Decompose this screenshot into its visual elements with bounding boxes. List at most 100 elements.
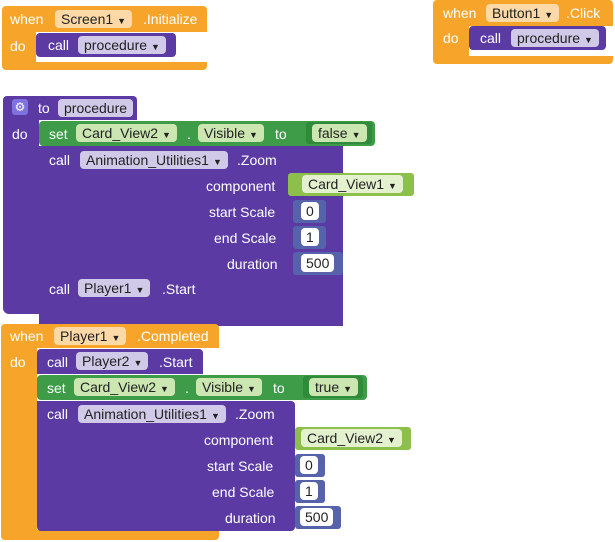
call-label: call: [480, 30, 502, 46]
start-scale-value[interactable]: 0: [301, 202, 319, 220]
set-label: set: [49, 126, 68, 142]
chevron-down-icon: ▼: [387, 435, 396, 445]
component-value: Card_View2: [307, 430, 384, 446]
component-dropdown[interactable]: Animation_Utilities1▼: [78, 405, 226, 423]
event-name: .Initialize: [143, 11, 198, 27]
chevron-down-icon: ▼: [249, 130, 258, 140]
procedure-definition-block[interactable]: ⚙ to procedure do set Card_View2▼ . Visi…: [3, 96, 414, 326]
component-value: Card_View1: [308, 176, 385, 192]
component-name: Animation_Utilities1: [86, 152, 209, 168]
start-scale-label: start Scale: [209, 204, 276, 220]
start-scale-number-block[interactable]: 0: [295, 454, 325, 477]
component-dropdown[interactable]: Button1▼: [486, 4, 560, 22]
chevron-down-icon: ▼: [151, 42, 160, 52]
set-visible-block[interactable]: set Card_View2▼ . Visible▼ to true▼: [37, 375, 367, 400]
duration-number-block[interactable]: 500: [293, 252, 343, 275]
boolean-value: false: [318, 125, 348, 141]
procedure-left-rail: [3, 120, 39, 304]
component-name: Screen1: [61, 11, 114, 27]
boolean-value: true: [315, 379, 340, 395]
method-name: .Zoom: [235, 406, 275, 422]
call-procedure-block[interactable]: call procedure▼: [36, 33, 176, 57]
duration-number-block[interactable]: 500: [295, 506, 341, 529]
component-dropdown[interactable]: Screen1▼: [55, 10, 133, 28]
duration-value[interactable]: 500: [301, 254, 335, 272]
event-footer: [2, 62, 207, 70]
component-dropdown[interactable]: Card_View2▼: [74, 378, 175, 396]
call-label: call: [47, 406, 69, 422]
component-dropdown[interactable]: Player1▼: [78, 279, 151, 297]
dot-label: .: [187, 126, 191, 142]
event-left-rail: [433, 26, 469, 56]
component-name: Card_View2: [82, 125, 159, 141]
chevron-down-icon: ▼: [210, 411, 220, 421]
component-dropdown[interactable]: Player1▼: [54, 327, 127, 345]
dot-label: .: [185, 380, 189, 396]
component-value-block[interactable]: Card_View1▼: [288, 173, 414, 196]
procedure-name: procedure: [84, 37, 148, 53]
call-procedure-block[interactable]: call procedure▼: [469, 26, 606, 50]
chevron-down-icon: ▼: [133, 358, 143, 368]
component-name: Player2: [82, 353, 130, 369]
button1-click-block[interactable]: when Button1▼ .Click do call procedure▼: [433, 0, 613, 64]
duration-label: duration: [225, 510, 276, 526]
chevron-down-icon: ▼: [343, 384, 353, 394]
property-name: Visible: [202, 379, 243, 395]
boolean-dropdown[interactable]: false▼: [312, 124, 367, 142]
call-label: call: [47, 354, 69, 370]
component-dropdown[interactable]: Card_View2▼: [76, 124, 177, 142]
end-scale-number-block[interactable]: 1: [295, 480, 325, 503]
chevron-down-icon: ▼: [117, 16, 127, 26]
boolean-dropdown[interactable]: true▼: [309, 378, 359, 396]
component-value-dropdown[interactable]: Card_View1▼: [302, 175, 403, 193]
component-name: Player1: [60, 328, 108, 344]
screen1-initialize-block[interactable]: when Screen1▼ .Initialize do call proced…: [2, 6, 207, 70]
chevron-down-icon: ▼: [351, 130, 361, 140]
start-scale-number-block[interactable]: 0: [293, 200, 326, 223]
gear-icon[interactable]: ⚙: [12, 99, 28, 115]
player-start-block[interactable]: call Player2▼ .Start: [37, 349, 203, 374]
chevron-down-icon: ▼: [544, 10, 554, 20]
component-dropdown[interactable]: Animation_Utilities1▼: [80, 151, 228, 169]
duration-label: duration: [227, 256, 278, 272]
event-name: .Completed: [137, 328, 209, 344]
chevron-down-icon: ▼: [388, 181, 397, 191]
end-scale-label: end Scale: [214, 230, 277, 246]
component-value-dropdown[interactable]: Card_View2▼: [301, 429, 402, 447]
component-value-block[interactable]: Card_View2▼: [295, 427, 411, 450]
do-label: do: [12, 126, 28, 142]
logic-block[interactable]: false▼: [306, 122, 372, 144]
end-scale-value[interactable]: 1: [300, 482, 318, 500]
logic-block[interactable]: true▼: [303, 376, 363, 398]
player-start-block[interactable]: call Player1▼ .Start: [39, 276, 207, 302]
set-label: set: [47, 380, 66, 396]
procedure-dropdown[interactable]: procedure▼: [511, 29, 599, 47]
component-param-label: component: [206, 178, 276, 194]
component-dropdown[interactable]: Player2▼: [76, 352, 149, 370]
procedure-dropdown[interactable]: procedure▼: [78, 36, 166, 54]
chevron-down-icon: ▼: [160, 384, 169, 394]
set-visible-block[interactable]: set Card_View2▼ . Visible▼ to false▼: [39, 121, 375, 146]
to-label: to: [275, 126, 287, 142]
property-dropdown[interactable]: Visible▼: [198, 124, 264, 142]
event-left-rail: [2, 32, 36, 62]
do-label: do: [443, 30, 459, 46]
do-label: do: [10, 38, 26, 54]
method-name: .Zoom: [237, 152, 277, 168]
chevron-down-icon: ▼: [212, 157, 222, 167]
event-footer: [1, 530, 219, 540]
procedure-name-field[interactable]: procedure: [58, 99, 134, 117]
player1-completed-block[interactable]: when Player1▼ .Completed do call Player2…: [1, 324, 411, 540]
duration-value[interactable]: 500: [300, 508, 334, 526]
do-label: do: [10, 354, 26, 370]
chevron-down-icon: ▼: [135, 285, 145, 295]
end-scale-number-block[interactable]: 1: [293, 226, 326, 249]
call-label: call: [48, 37, 70, 53]
when-label: when: [10, 11, 44, 27]
end-scale-value[interactable]: 1: [301, 228, 319, 246]
start-scale-value[interactable]: 0: [300, 456, 318, 474]
event-footer: [433, 56, 613, 64]
property-dropdown[interactable]: Visible▼: [196, 378, 262, 396]
method-name: .Start: [159, 354, 193, 370]
chevron-down-icon: ▼: [111, 333, 121, 343]
